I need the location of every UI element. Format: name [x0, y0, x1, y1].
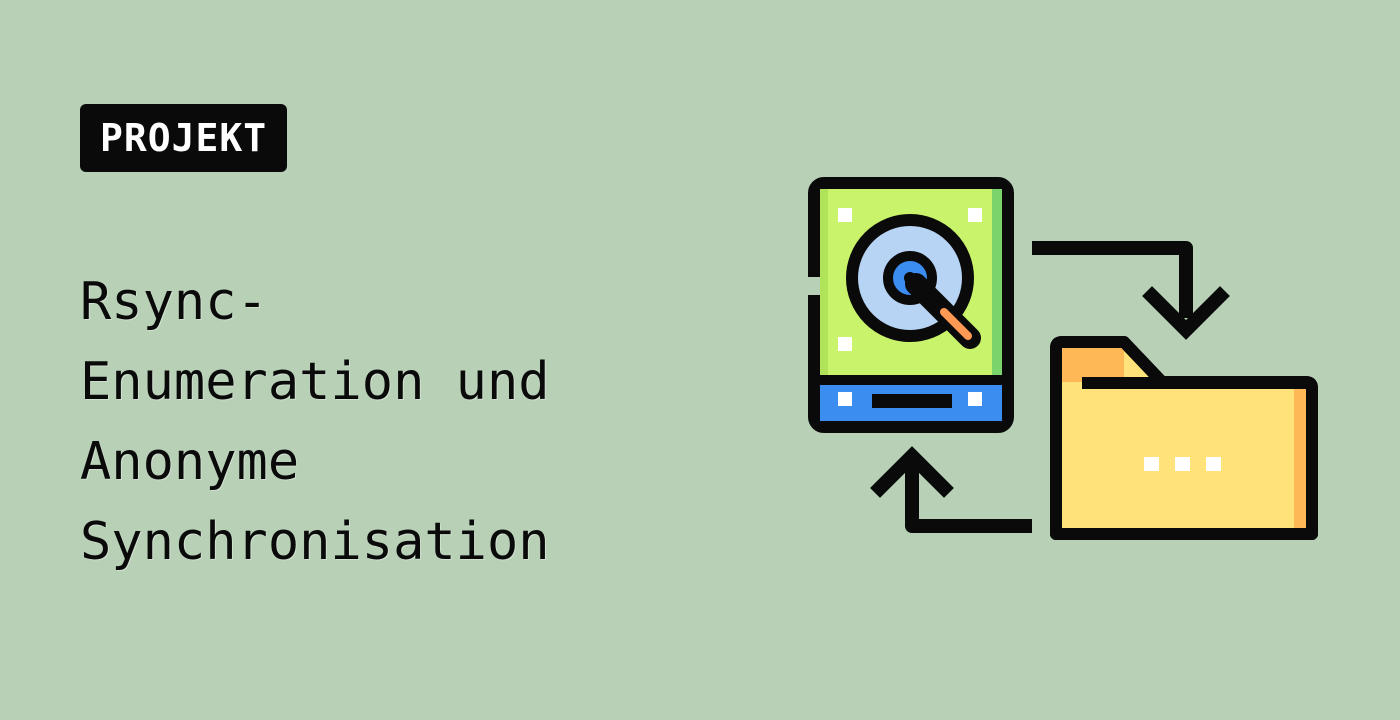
folder-icon	[1050, 336, 1318, 540]
hard-drive-icon	[808, 177, 1014, 433]
title-line-3: Anonyme	[80, 432, 300, 492]
project-badge: PROJEKT	[80, 104, 288, 172]
arrow-to-drive-icon	[870, 446, 1032, 533]
title-line-4: Synchronisation	[80, 512, 550, 572]
page-title: Rsync- Enumeration und Anonyme Synchroni…	[80, 262, 720, 582]
arrow-to-folder-icon	[1032, 241, 1230, 340]
title-line-2: Enumeration und	[80, 352, 550, 412]
sync-illustration	[808, 177, 1318, 540]
title-line-1: Rsync-	[80, 272, 268, 332]
